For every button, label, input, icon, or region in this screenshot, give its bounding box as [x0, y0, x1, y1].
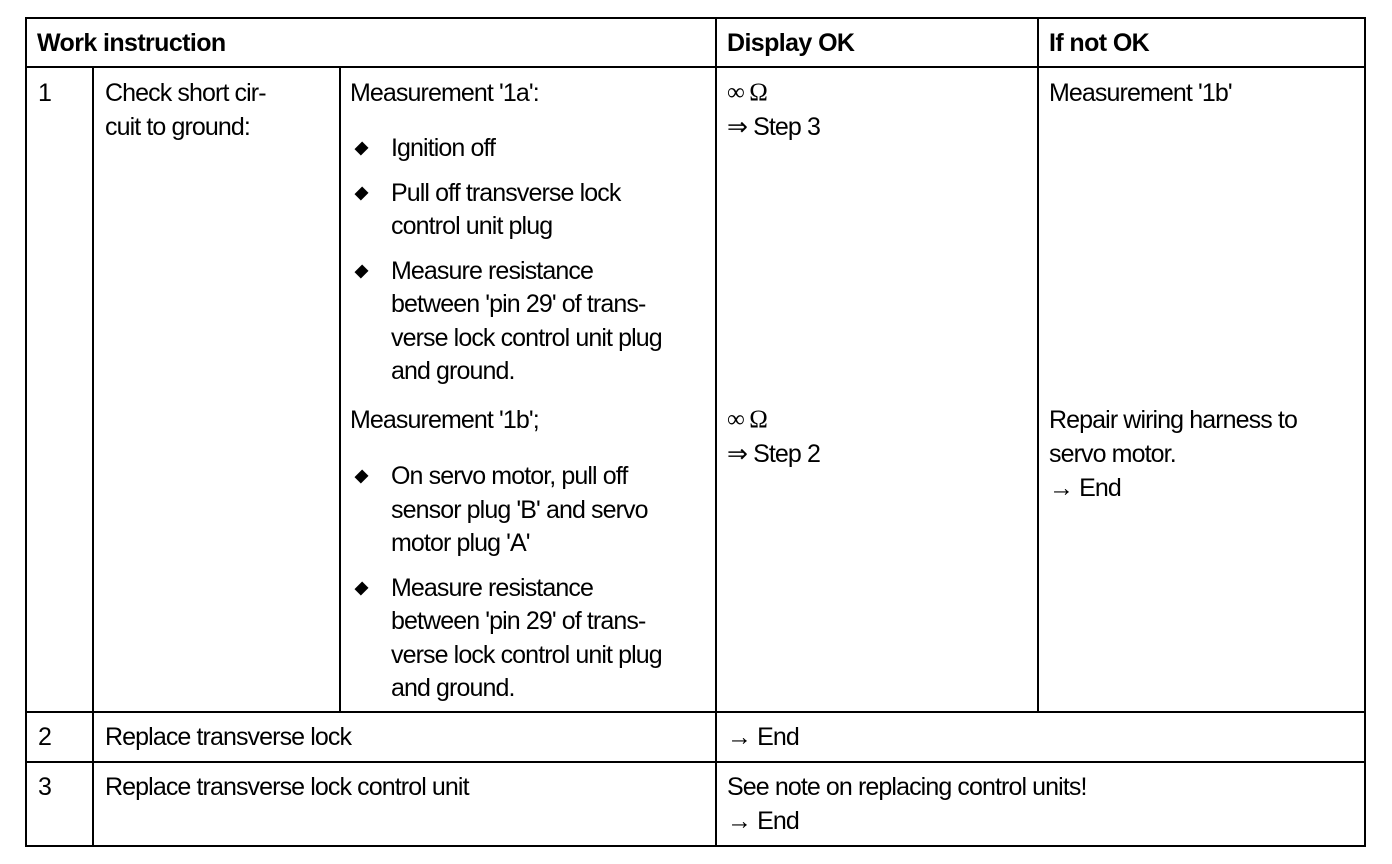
if-not-ok-text: servo motor. — [1049, 440, 1177, 468]
step-title: Check short cir- — [105, 79, 267, 107]
diamond-icon — [354, 469, 369, 484]
table-border — [25, 17, 27, 847]
step-number: 2 — [38, 723, 52, 751]
display-ok-value: ∞ Ω — [727, 406, 768, 433]
bullet-text: On servo motor, pull off — [391, 462, 628, 490]
step-title: Replace transverse lock — [105, 723, 352, 751]
bullet-text: Pull off transverse lock — [391, 179, 621, 207]
bullet-text: and ground. — [391, 357, 515, 385]
table-divider — [25, 761, 1366, 763]
bullet-text: Ignition off — [391, 134, 496, 162]
if-not-ok-text: → End — [1049, 474, 1122, 502]
table-divider — [25, 711, 1366, 713]
diamond-icon — [354, 264, 369, 279]
step-title: cuit to ground: — [105, 113, 251, 141]
table-divider — [339, 66, 341, 713]
bullet-text: between 'pin 29' of trans- — [391, 290, 646, 318]
bullet-text: Measure resistance — [391, 257, 594, 285]
bullet-text: between 'pin 29' of trans- — [391, 607, 646, 635]
step-number: 1 — [38, 79, 52, 107]
step-number: 3 — [38, 773, 52, 801]
bullet-text: sensor plug 'B' and servo — [391, 496, 649, 524]
measurement-label: Measurement '1b'; — [350, 406, 540, 434]
display-ok-note: See note on replacing control units! — [727, 773, 1087, 801]
header-work-instruction: Work instruction — [37, 29, 226, 57]
table-divider — [1037, 17, 1039, 713]
display-ok-next: ⇒ Step 3 — [727, 113, 821, 141]
table-divider — [715, 17, 717, 847]
table-divider — [25, 66, 1366, 68]
bullet-text: control unit plug — [391, 212, 553, 240]
step-title: Replace transverse lock control unit — [105, 773, 470, 801]
diamond-icon — [354, 186, 369, 201]
header-display-ok: Display OK — [727, 29, 855, 57]
bullet-text: and ground. — [391, 674, 515, 702]
table-border — [25, 17, 1366, 19]
measurement-label: Measurement '1a': — [350, 79, 540, 107]
header-if-not-ok: If not OK — [1049, 29, 1150, 57]
bullet-text: Measure resistance — [391, 574, 594, 602]
if-not-ok-text: Measurement '1b' — [1049, 79, 1233, 107]
bullet-text: motor plug 'A' — [391, 529, 531, 557]
diamond-icon — [354, 141, 369, 156]
diamond-icon — [354, 581, 369, 596]
bullet-text: verse lock control unit plug — [391, 641, 663, 669]
display-ok-next: → End — [727, 723, 800, 751]
bullet-text: verse lock control unit plug — [391, 324, 663, 352]
display-ok-next: ⇒ Step 2 — [727, 440, 821, 468]
table-border — [25, 845, 1366, 847]
display-ok-next: → End — [727, 807, 800, 835]
display-ok-value: ∞ Ω — [727, 79, 768, 106]
if-not-ok-text: Repair wiring harness to — [1049, 406, 1298, 434]
table-divider — [92, 66, 94, 847]
table-border — [1364, 17, 1366, 847]
